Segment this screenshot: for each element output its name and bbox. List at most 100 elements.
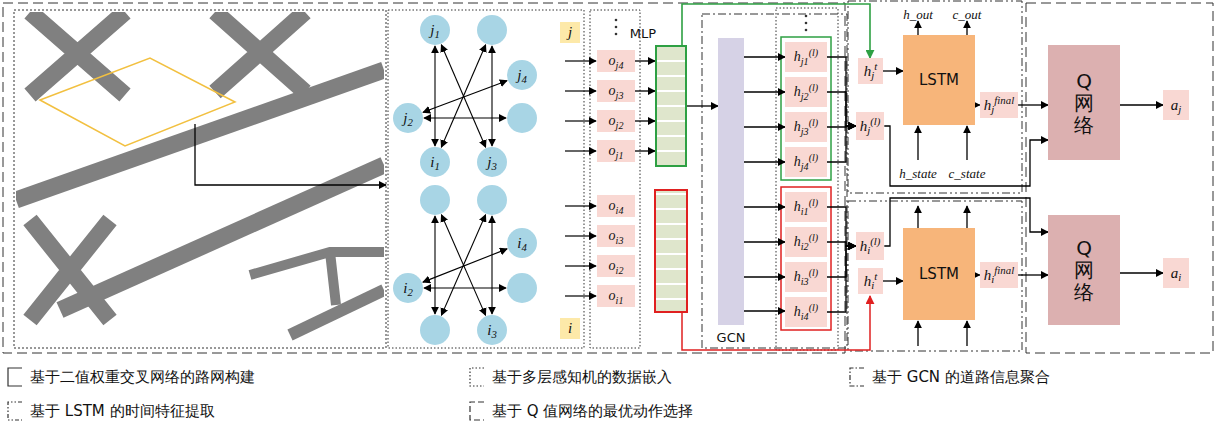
graph-node: j1: [420, 15, 450, 45]
graph-node: i4: [507, 228, 537, 258]
graph-link: [434, 46, 435, 146]
node-label: oi1: [609, 288, 624, 304]
signal-label: c_state: [949, 166, 986, 181]
group-outline: [781, 37, 831, 180]
feature-box: hjfinal: [980, 92, 1018, 118]
connector: [827, 92, 856, 126]
graph-link: [441, 45, 485, 148]
subscript: i4: [801, 311, 809, 322]
o-arrows: [565, 61, 596, 296]
connector: [827, 246, 856, 277]
subscript: j3: [801, 126, 809, 137]
subscript: i: [871, 279, 874, 291]
subscript: j: [991, 103, 994, 115]
superscript: (l): [809, 47, 819, 58]
connector: [744, 56, 785, 57]
node-label: i: [568, 320, 572, 337]
subscript: j4: [801, 161, 809, 172]
connector: [884, 126, 1048, 186]
graph-link: [441, 215, 485, 316]
superscript: final: [994, 94, 1014, 106]
graph-link: [423, 81, 507, 113]
subscript: j4: [616, 60, 624, 71]
observation-box: oj4: [597, 50, 635, 72]
graph-node: j4: [507, 60, 537, 90]
connector: [1120, 104, 1163, 105]
subscript: 1: [434, 160, 439, 172]
node-label: hi3(l): [794, 269, 818, 285]
node-label: hj1(l): [794, 49, 818, 65]
connector: [744, 206, 785, 207]
legend-label: 基于 LSTM 的时间特征提取: [30, 402, 215, 420]
node-label: j2: [403, 110, 413, 127]
superscript: (l): [870, 115, 880, 127]
superscript: (l): [809, 117, 819, 128]
observation-box: oj3: [597, 80, 635, 102]
node-label: hj3(l): [794, 119, 818, 135]
subscript: 3: [491, 160, 496, 172]
node-label: ai: [1171, 265, 1182, 282]
feature-box: aj: [1163, 90, 1189, 120]
graph-links: [420, 15, 537, 345]
graph-node: j2: [393, 103, 423, 133]
group-outline: [781, 187, 831, 330]
graph-node: [477, 15, 507, 45]
gcn-bar: GCN: [718, 38, 744, 325]
node-label: j1: [430, 22, 440, 39]
signal-label-holder: c_state: [949, 163, 986, 182]
node-label: hi4(l): [794, 304, 818, 320]
node-label: LSTM: [919, 265, 959, 283]
connector: [744, 276, 785, 277]
feature-box: hi(l): [856, 232, 885, 260]
subscript: i1: [616, 295, 624, 306]
connector: [635, 150, 655, 151]
graph-link: [423, 249, 507, 282]
observation-box: oi1: [597, 285, 635, 307]
subscript: j: [871, 69, 874, 81]
subscript: 2: [407, 116, 412, 128]
node-label: oj1: [609, 143, 624, 159]
superscript: final: [994, 264, 1014, 276]
node-label: aj: [1171, 97, 1182, 114]
feature-box: hi4(l): [785, 297, 827, 327]
subscript: j2: [801, 91, 809, 102]
module-label: GCN: [717, 330, 746, 345]
observation-box: oi3: [597, 225, 635, 247]
legend-samples: [8, 368, 864, 420]
graph-link: [424, 287, 506, 288]
subscript: i3: [801, 276, 809, 287]
feature-box: hjt: [858, 58, 883, 84]
node-label: j3: [487, 154, 497, 171]
node-label: hjt: [864, 63, 878, 80]
q-network-box: Q 网络: [1048, 215, 1120, 325]
node-label: hi(l): [860, 238, 881, 255]
connector: [1018, 104, 1048, 105]
node-label: i3: [487, 322, 497, 339]
superscript: (l): [809, 302, 819, 313]
graph-node: [477, 185, 507, 215]
signal-label-holder: h_state: [899, 163, 937, 182]
road-map: [16, 12, 384, 335]
node-label: oi4: [609, 198, 624, 214]
connector: [827, 126, 856, 162]
connector: [1018, 274, 1048, 275]
graph-node: i2: [393, 273, 423, 303]
graph-link: [491, 216, 492, 314]
feature-box: hj3(l): [785, 112, 827, 142]
node-label: j4: [517, 67, 527, 84]
node-label: i1: [430, 154, 440, 171]
group-tag: j: [560, 22, 580, 43]
graph-node: [507, 273, 537, 303]
feature-box: hj1(l): [785, 42, 827, 72]
map-arrow: [195, 124, 386, 185]
feature-box: hit: [858, 268, 883, 294]
subscript: j: [867, 124, 870, 136]
node-label: hifinal: [984, 267, 1014, 284]
connector: [827, 57, 856, 126]
node-label: hjfinal: [984, 97, 1014, 114]
feature-box: hj2(l): [785, 77, 827, 107]
graph-link: [424, 117, 506, 118]
graph-link: [441, 215, 485, 316]
subscript: i2: [801, 241, 809, 252]
node-label: Q 网络: [1074, 70, 1094, 136]
